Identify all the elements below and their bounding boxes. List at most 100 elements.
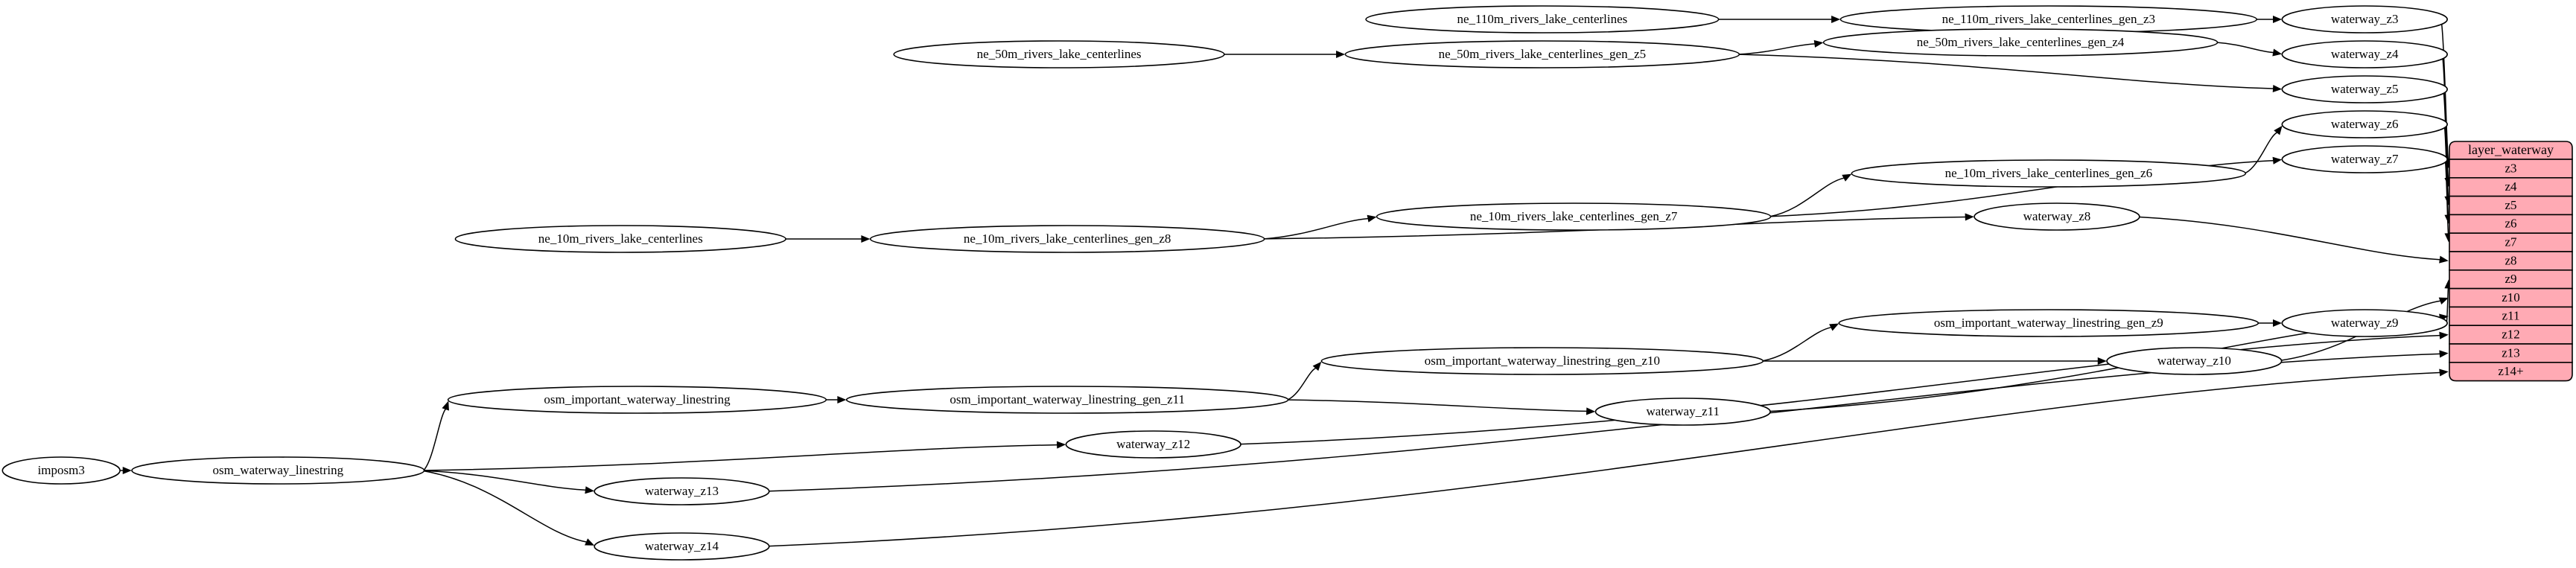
graph-node-osm_important_waterway_linestring_gen_z9[interactable]: osm_important_waterway_linestring_gen_z9 xyxy=(1838,309,2259,337)
node-label: waterway_z5 xyxy=(2331,82,2399,96)
edge-waterway_z14-to-layer_waterway-z14- xyxy=(769,371,2440,547)
node-label: waterway_z3 xyxy=(2331,12,2399,26)
node-shape xyxy=(2281,40,2448,68)
node-shape xyxy=(1365,5,1720,33)
node-shape xyxy=(594,477,770,505)
graph-node-ne_10m_rivers_lake_centerlines_gen_z6[interactable]: ne_10m_rivers_lake_centerlines_gen_z6 xyxy=(1851,159,2247,188)
graph-node-osm_important_waterway_linestring_gen_z10[interactable]: osm_important_waterway_linestring_gen_z1… xyxy=(1320,347,1764,375)
node-shape xyxy=(845,386,1289,414)
graph-node-waterway_z10[interactable]: waterway_z10 xyxy=(2106,347,2283,375)
edge-arrowhead xyxy=(2272,156,2283,165)
graph-node-waterway_z14[interactable]: waterway_z14 xyxy=(594,532,770,561)
edge-arrowhead xyxy=(1965,213,1974,221)
graph-node-waterway_z11[interactable]: waterway_z11 xyxy=(1594,398,1771,426)
graph-node-waterway_z7[interactable]: waterway_z7 xyxy=(2281,145,2448,173)
node-label: imposm3 xyxy=(38,463,85,477)
node-shape xyxy=(1838,309,2259,337)
record-field-label-z13: z13 xyxy=(2502,345,2520,360)
edge-arrowhead xyxy=(2272,48,2283,57)
record-field-label-z6: z6 xyxy=(2505,217,2516,231)
graph-node-waterway_z13[interactable]: waterway_z13 xyxy=(594,477,770,505)
edge-arrowhead xyxy=(1842,173,1852,182)
edge-osm_waterway_linestring-to-waterway_z13 xyxy=(424,470,586,491)
record-field-cell-z12[interactable] xyxy=(2449,325,2573,345)
graph-node-waterway_z8[interactable]: waterway_z8 xyxy=(1974,202,2140,231)
node-label: waterway_z4 xyxy=(2331,47,2399,61)
graph-node-ne_50m_rivers_lake_centerlines_gen_z4[interactable]: ne_50m_rivers_lake_centerlines_gen_z4 xyxy=(1822,28,2219,57)
record-field-cell-z8[interactable] xyxy=(2449,251,2573,271)
node-shape xyxy=(1065,430,1241,459)
record-field-label-z7: z7 xyxy=(2505,235,2517,249)
edge-arrowhead xyxy=(1813,39,1824,48)
node-shape xyxy=(131,456,425,485)
graph-node-waterway_z9[interactable]: waterway_z9 xyxy=(2281,309,2448,337)
edge-waterway_z6-to-layer_waterway-z6 xyxy=(2443,127,2449,215)
edge-ne_50m_rivers_lake_centerlines_gen_z5-to-ne_50m_rivers_lake_centerlines_gen_z4 xyxy=(1739,43,1815,55)
graph-node-osm_waterway_linestring[interactable]: osm_waterway_linestring xyxy=(131,456,425,485)
node-shape xyxy=(1974,202,2140,231)
node-label: ne_10m_rivers_lake_centerlines_gen_z7 xyxy=(1470,209,1678,223)
node-label: ne_50m_rivers_lake_centerlines xyxy=(977,47,1142,61)
record-field-label-z5: z5 xyxy=(2505,198,2516,212)
edge-arrowhead xyxy=(2439,368,2449,377)
edge-arrowhead xyxy=(2439,350,2449,358)
nodes-layer: imposm3 osm_waterway_linestring osm_import… xyxy=(1,5,2448,561)
graph-node-ne_50m_rivers_lake_centerlines_gen_z5[interactable]: ne_50m_rivers_lake_centerlines_gen_z5 xyxy=(1344,40,1740,68)
record-node-layer-waterway[interactable]: layer_waterwayz3z4z5z6z7z8z9z10z11z12z13… xyxy=(2449,141,2573,382)
edge-arrowhead xyxy=(1586,407,1596,415)
edge-osm_important_waterway_linestring_gen_z11-to-waterway_z11 xyxy=(1288,399,1587,412)
record-field-cell-z14+[interactable] xyxy=(2449,362,2573,382)
edge-arrowhead xyxy=(837,395,847,404)
record-field-label-z8: z8 xyxy=(2505,253,2516,267)
node-label: osm_important_waterway_linestring_gen_z1… xyxy=(950,392,1185,406)
edge-ne_50m_rivers_lake_centerlines_gen_z5-to-waterway_z5 xyxy=(1739,54,2274,89)
edge-ne_10m_rivers_lake_centerlines_gen_z7-to-ne_10m_rivers_lake_centerlines_gen_z6 xyxy=(1770,177,1845,217)
record-field-cell-z10[interactable] xyxy=(2449,287,2573,308)
node-label: osm_important_waterway_linestring_gen_z1… xyxy=(1425,354,1660,368)
record-node-layer: layer_waterwayz3z4z5z6z7z8z9z10z11z12z13… xyxy=(2449,141,2573,382)
graph-node-osm_important_waterway_linestring_gen_z11[interactable]: osm_important_waterway_linestring_gen_z1… xyxy=(845,386,1289,414)
graph-node-waterway_z4[interactable]: waterway_z4 xyxy=(2281,40,2448,68)
graph-node-imposm3[interactable]: imposm3 xyxy=(1,456,121,485)
edge-arrowhead xyxy=(585,538,595,546)
node-shape xyxy=(447,386,827,414)
node-label: ne_110m_rivers_lake_centerlines_gen_z3 xyxy=(1942,12,2155,26)
edge-arrowhead xyxy=(1831,15,1841,24)
node-shape xyxy=(1344,40,1740,68)
edge-arrowhead xyxy=(2097,357,2107,366)
graph-node-ne_10m_rivers_lake_centerlines_gen_z8[interactable]: ne_10m_rivers_lake_centerlines_gen_z8 xyxy=(869,225,1265,253)
graph-node-osm_important_waterway_linestring[interactable]: osm_important_waterway_linestring xyxy=(447,386,827,414)
graph-node-ne_10m_rivers_lake_centerlines[interactable]: ne_10m_rivers_lake_centerlines xyxy=(454,225,786,253)
node-label: waterway_z8 xyxy=(2023,209,2091,223)
node-shape xyxy=(869,225,1265,253)
edge-arrowhead xyxy=(2439,255,2449,264)
record-field-cell-z4[interactable] xyxy=(2449,177,2573,197)
graph-node-waterway_z6[interactable]: waterway_z6 xyxy=(2281,110,2448,138)
node-shape xyxy=(2281,75,2448,103)
graph-node-waterway_z3[interactable]: waterway_z3 xyxy=(2281,5,2448,33)
record-field-cell-z6[interactable] xyxy=(2449,214,2573,234)
graph-node-ne_110m_rivers_lake_centerlines_gen_z3[interactable]: ne_110m_rivers_lake_centerlines_gen_z3 xyxy=(1839,5,2258,33)
graph-node-ne_10m_rivers_lake_centerlines_gen_z7[interactable]: ne_10m_rivers_lake_centerlines_gen_z7 xyxy=(1376,202,1772,231)
node-shape xyxy=(454,225,786,253)
edge-waterway_z7-to-layer_waterway-z7 xyxy=(2444,162,2449,234)
record-field-label-z10: z10 xyxy=(2502,290,2520,304)
edge-waterway_z8-to-layer_waterway-z8 xyxy=(2139,216,2440,261)
record-title-label: layer_waterway xyxy=(2468,142,2554,157)
graph-node-ne_110m_rivers_lake_centerlines[interactable]: ne_110m_rivers_lake_centerlines xyxy=(1365,5,1720,33)
record-field-label-z14+: z14+ xyxy=(2498,364,2523,378)
node-label: waterway_z11 xyxy=(1647,404,1720,418)
node-label: waterway_z6 xyxy=(2331,117,2399,131)
graph-node-waterway_z5[interactable]: waterway_z5 xyxy=(2281,75,2448,103)
record-field-cell-z13[interactable] xyxy=(2449,343,2573,363)
edge-arrowhead xyxy=(1312,361,1322,371)
graph-node-waterway_z12[interactable]: waterway_z12 xyxy=(1065,430,1241,459)
record-field-label-z11: z11 xyxy=(2502,309,2520,323)
edge-osm_waterway_linestring-to-waterway_z14 xyxy=(424,470,587,543)
node-shape xyxy=(1376,202,1772,231)
node-label: waterway_z10 xyxy=(2157,354,2231,368)
graph-node-ne_50m_rivers_lake_centerlines[interactable]: ne_50m_rivers_lake_centerlines xyxy=(893,40,1225,68)
edge-arrowhead xyxy=(1056,441,1066,449)
edge-osm_waterway_linestring-to-osm_important_waterway_linestring xyxy=(423,409,446,470)
